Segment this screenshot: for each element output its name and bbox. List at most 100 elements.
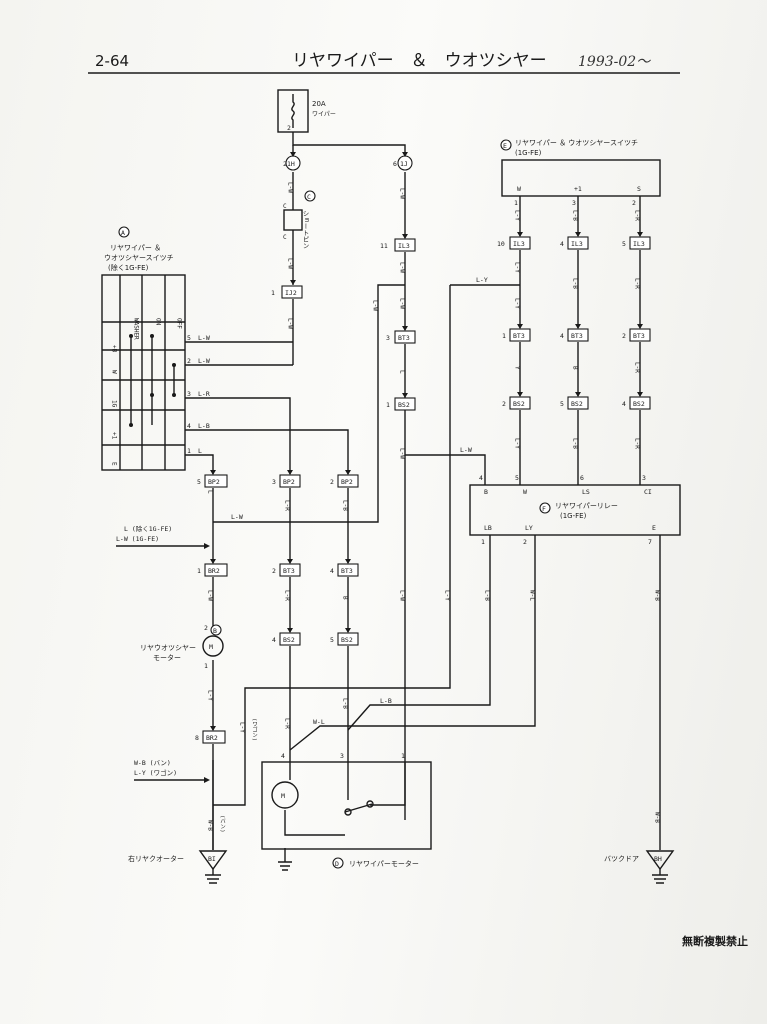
marker-f-icon: [539, 502, 551, 514]
svg-text:B: B: [213, 627, 217, 635]
svg-text:L-W: L-W: [231, 513, 243, 521]
svg-text:4: 4: [560, 240, 564, 248]
svg-text:4: 4: [187, 422, 191, 430]
connector-bt3-b: 4 BT3: [560, 328, 589, 342]
svg-text:C: C: [283, 203, 287, 210]
svg-text:L-W: L-W: [399, 590, 406, 601]
svg-text:2: 2: [283, 160, 287, 168]
marker-d-icon: [332, 857, 344, 869]
ground-bi: BI 右リヤクオーター: [128, 850, 228, 884]
svg-text:2: 2: [622, 332, 626, 340]
svg-text:E: E: [111, 462, 118, 466]
svg-text:Y: Y: [514, 366, 521, 370]
svg-text:リヤウオツシヤー: リヤウオツシヤー: [140, 644, 196, 652]
svg-text:L-W: L-W: [287, 318, 294, 329]
svg-text:M: M: [281, 792, 285, 800]
svg-text:BS2: BS2: [398, 401, 410, 409]
svg-text:L-B: L-B: [342, 500, 349, 511]
connector-bs2-w: 2 BS2: [502, 396, 531, 410]
svg-text:4: 4: [622, 400, 626, 408]
svg-text:W-B: W-B: [654, 590, 661, 601]
svg-text:L-B: L-B: [484, 590, 491, 601]
svg-text:2: 2: [330, 478, 334, 486]
switch-contact-icon: [366, 800, 374, 808]
page-title: リヤワイパー ＆ ウオツシヤー: [292, 51, 547, 71]
svg-text:L: L: [399, 370, 406, 374]
svg-text:1: 1: [204, 662, 208, 670]
svg-text:B: B: [342, 596, 349, 600]
connector-il3-s: 5 IL3: [622, 236, 651, 250]
svg-text:(1G-FE): (1G-FE): [560, 512, 587, 520]
svg-text:(バン): (バン): [219, 815, 226, 833]
relay-f: 4 5 6 3 B W LS CI F リヤワイパーリレー (1G-FE) LB…: [469, 474, 681, 546]
svg-text:1: 1: [386, 401, 390, 409]
svg-text:2: 2: [187, 357, 191, 365]
svg-text:+B: +B: [111, 345, 118, 353]
svg-text:L-W: L-W: [372, 300, 379, 311]
svg-text:L-R: L-R: [284, 590, 291, 601]
svg-text:4: 4: [281, 752, 285, 760]
svg-text:L-R: L-R: [198, 390, 210, 398]
connector-bs2-b: 5 BS2: [560, 396, 589, 410]
svg-text:B: B: [484, 488, 488, 496]
svg-text:L-W: L-W: [399, 188, 406, 199]
svg-text:D: D: [335, 860, 339, 868]
svg-text:L-Y: L-Y: [514, 438, 521, 449]
svg-text:2: 2: [502, 400, 506, 408]
svg-text:L-W: L-W: [460, 446, 472, 454]
svg-text:L-R: L-R: [284, 718, 291, 729]
handwritten-date: 1993-02～: [578, 54, 651, 70]
svg-text:L: L: [207, 490, 214, 494]
svg-text:L-Y: L-Y: [514, 262, 521, 273]
svg-text:ON: ON: [155, 318, 162, 326]
svg-text:W: W: [523, 488, 527, 496]
arrowheads: [210, 152, 643, 731]
marker-a-icon: [118, 226, 130, 238]
svg-text:L-B: L-B: [198, 422, 210, 430]
svg-text:3: 3: [272, 478, 276, 486]
connector-br2-bottom: 8 BR2: [195, 730, 226, 744]
svg-text:4: 4: [330, 567, 334, 575]
washer-motor: B 2 M 1 リヤウオツシヤー モーター: [140, 624, 224, 670]
svg-text:A: A: [121, 229, 125, 237]
svg-text:M: M: [209, 643, 213, 651]
svg-text:BT3: BT3: [398, 334, 410, 342]
svg-text:L-R: L-R: [634, 438, 641, 449]
svg-text:W-L: W-L: [529, 590, 536, 601]
svg-text:5: 5: [330, 636, 334, 644]
connector-bp2-lb: 2 BP2: [330, 474, 359, 488]
short-pin-box: [283, 209, 303, 231]
svg-text:L-Y: L-Y: [514, 298, 521, 309]
svg-text:IL3: IL3: [571, 240, 583, 248]
svg-text:3: 3: [572, 199, 576, 207]
fuse-rating: 20A: [312, 100, 326, 108]
svg-text:10: 10: [497, 240, 505, 248]
switch-a-box: [101, 274, 186, 471]
short-pin-name: ショートピン: [301, 210, 309, 249]
svg-text:C: C: [307, 193, 311, 201]
wire-labels: L-W L-W L-W L-W L-W L-W L L-W L-W L-W L-…: [207, 182, 661, 833]
svg-text:バツクドア: バツクドア: [604, 855, 639, 863]
svg-text:BH: BH: [654, 855, 662, 863]
svg-text:3: 3: [187, 390, 191, 398]
svg-text:5: 5: [515, 474, 519, 482]
wiper-motor: 4 3 1 M D リヤワイパーモーター: [261, 752, 432, 871]
svg-text:BP2: BP2: [208, 478, 220, 486]
svg-text:BS2: BS2: [341, 636, 353, 644]
switch-a: A リヤワイパー ＆ ウオツシヤースイツチ (除く1G-FE) WASHER O…: [101, 226, 210, 471]
svg-text:W: W: [111, 370, 118, 374]
svg-text:L-B: L-B: [572, 210, 579, 221]
svg-text:3: 3: [642, 474, 646, 482]
svg-text:11: 11: [380, 242, 388, 250]
svg-text:(1G-FE): (1G-FE): [515, 149, 542, 157]
copy-notice: 無断複製禁止: [682, 934, 748, 948]
svg-text:L-B: L-B: [380, 697, 392, 705]
svg-text:BI: BI: [208, 855, 216, 863]
svg-text:L-W: L-W: [207, 590, 214, 601]
svg-text:1: 1: [401, 752, 405, 760]
connector-bt3-lb: 4 BT3: [330, 563, 359, 577]
svg-text:2: 2: [272, 567, 276, 575]
svg-text:1G: 1G: [111, 400, 118, 408]
svg-text:W: W: [517, 185, 521, 193]
svg-text:5: 5: [560, 400, 564, 408]
